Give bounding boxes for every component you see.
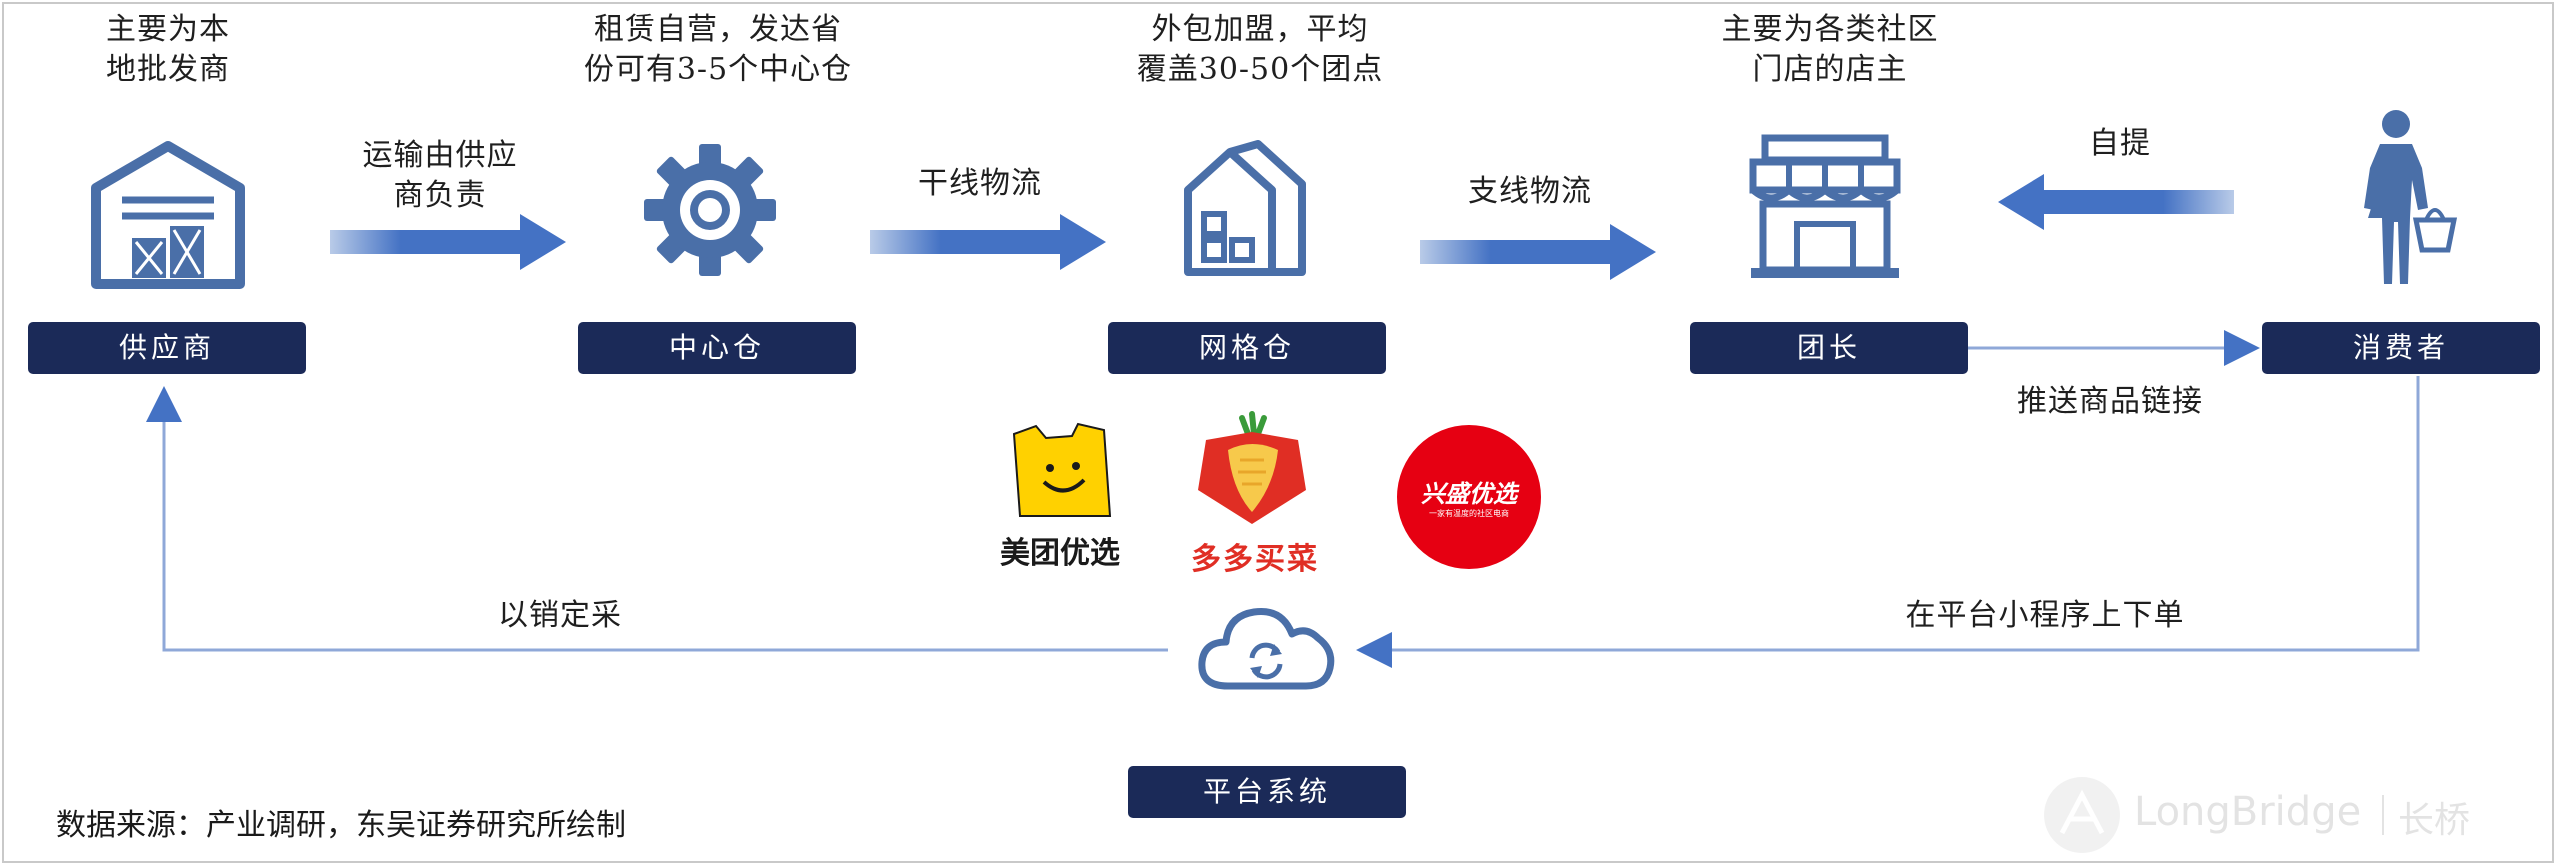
watermark-divider [2382,795,2384,835]
supplier-caption-line1: 主要为本 [106,12,230,47]
flow-label-line1: 运输由供应 [362,138,518,173]
flow-label-leader-to-consumer: 推送商品链接 [2017,384,2203,419]
xingsheng-brand-label: 兴盛优选 [1421,480,1517,508]
duoduo-brand-label: 多多买菜 [1191,542,1319,577]
flow-label-line2: 商负责 [393,178,487,213]
arrow-supplier-to-central [330,214,566,270]
supplier-node-label: 供应商 [28,322,306,374]
storefront-icon [1749,134,1901,278]
flow-label-consumer-to-platform: 在平台小程序上下单 [1905,598,2185,633]
meituan-brand-label: 美团优选 [1000,536,1120,571]
line-consumer-to-platform [1356,376,2420,668]
arrow-central-to-grid [870,214,1106,270]
grid-warehouse-icon [1184,140,1306,276]
duoduo-logo-icon [1198,411,1306,524]
consumer-node-label: 消费者 [2262,322,2540,374]
flow-label-platform-to-supplier: 以销定采 [498,598,622,633]
longbridge-watermark: LongBridge 长桥 [2042,775,2502,855]
grid-caption-line1: 外包加盟，平均 [1151,12,1369,47]
xingsheng-brand-tagline: 一家有温度的社区电商 [1429,509,1509,518]
supplier-caption-line2: 地批发商 [106,52,230,87]
flow-label-consumer-to-leader: 自提 [2089,126,2151,161]
data-source-note: 数据来源：产业调研，东吴证券研究所绘制 [56,808,626,843]
arrow-consumer-to-leader [1998,174,2234,230]
grid-caption-line2: 覆盖30-50个团点 [1136,52,1384,87]
flow-label-supplier-to-central: 运输由供应 商负责 [330,136,550,216]
central-warehouse-node-label: 中心仓 [578,322,856,374]
consumer-person-icon [2364,110,2458,284]
gear-icon [644,144,776,276]
line-platform-to-supplier [146,386,1168,652]
grid-warehouse-node-label: 网格仓 [1108,322,1386,374]
grid-caption: 外包加盟，平均 覆盖30-50个团点 [1110,10,1410,90]
leader-caption-line1: 主要为各类社区 [1721,12,1939,47]
central-caption-line1: 租赁自营，发达省 [594,12,842,47]
central-caption: 租赁自营，发达省 份可有3-5个中心仓 [558,10,878,90]
central-caption-line2: 份可有3-5个中心仓 [583,52,853,87]
meituan-logo-icon [1012,422,1112,517]
watermark-brand-text: LongBridge [2134,789,2362,835]
longbridge-logo-icon [2044,777,2120,853]
leader-caption: 主要为各类社区 门店的店主 [1680,10,1980,90]
arrow-grid-to-leader [1420,224,1656,280]
supplier-caption: 主要为本 地批发商 [68,10,268,90]
group-leader-node-label: 团长 [1690,322,1968,374]
cloud-sync-icon [1198,607,1335,690]
flow-label-grid-to-leader: 支线物流 [1468,174,1592,209]
warehouse-icon [91,141,245,289]
xingsheng-logo-icon [1397,425,1541,569]
watermark-cn-text: 长桥 [2398,800,2471,841]
platform-system-node-label: 平台系统 [1128,766,1406,818]
leader-caption-line2: 门店的店主 [1752,52,1908,87]
flow-label-central-to-grid: 干线物流 [918,166,1042,201]
